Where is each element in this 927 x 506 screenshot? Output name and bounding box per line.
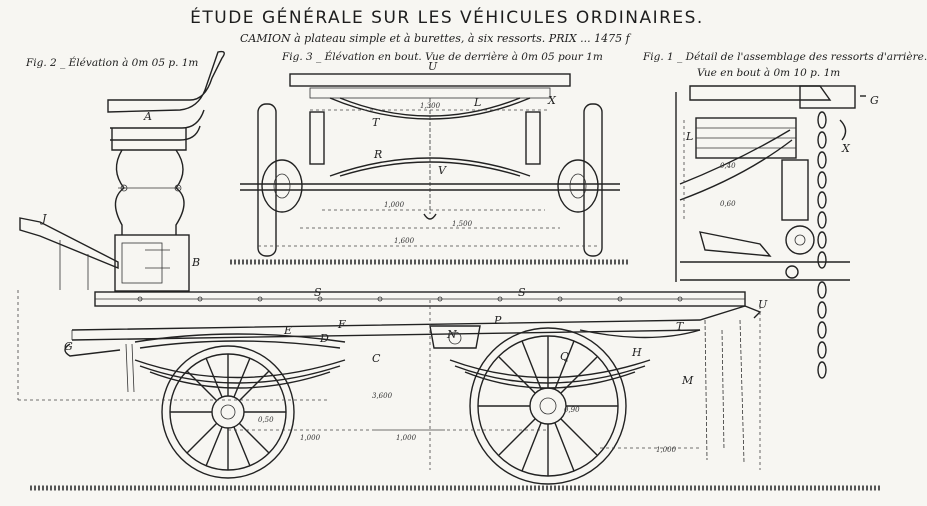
dim-7: 0,50 [258,416,274,424]
end-wheel-right [557,103,603,257]
detail-spring-lower [699,231,772,257]
detail-hook [839,119,847,141]
label-X: X [547,94,557,107]
label-U: U [758,298,768,311]
label-J: J [40,212,47,225]
end-wheel-left [257,103,303,257]
label-N: N [446,328,457,341]
drawing-canvas: A B C D E F G G H J L L M N P Q R S S T … [17,50,880,491]
driver-seat [107,50,225,235]
underframe [71,305,746,331]
rear-wheel [469,327,627,485]
bolster [429,325,481,349]
plate-subtitle: CAMION à plateau simple et à burettes, à… [240,32,630,45]
label-T: T [372,116,381,129]
plate-title: ÉTUDE GÉNÉRALE SUR LES VÉHICULES ORDINAI… [190,8,704,28]
label-L2: L [685,130,693,143]
dim-1: 1,300 [420,102,441,110]
front-springs [134,333,346,389]
label-R: R [373,148,382,161]
label-B: B [191,256,200,269]
front-hook [64,343,121,357]
label-V: V [438,164,447,177]
label-G: G [64,340,73,353]
label-S2: S [518,286,526,299]
rear-chains [704,319,745,463]
label-H: H [631,346,642,359]
fig2-caption: Fig. 2 _ Élévation à 0m 05 p. 1m [26,57,199,69]
label-F: F [337,318,346,331]
fig3-caption: Fig. 3 _ Élévation en bout. Vue de derri… [282,51,603,63]
seat-box [114,234,190,292]
label-P: P [493,314,502,327]
dim-10: 0,60 [720,200,736,208]
dim-4: 1,600 [394,237,415,245]
dim-9: 1,000 [300,434,321,442]
fig1-caption-line2: Vue en bout à 0m 10 p. 1m [697,67,841,79]
detail-shackle [781,159,809,221]
end-platform [289,73,571,87]
dim-5: 3,600 [372,392,393,400]
label-Q: Q [560,350,569,363]
dim-12: 1,000 [656,446,677,454]
dim-11: 0,40 [720,162,736,170]
label-D: D [319,332,329,345]
dim-8: 0,90 [564,406,580,414]
label-T2: T [676,320,685,333]
label-M: M [681,374,694,387]
engineering-plate: ÉTUDE GÉNÉRALE SUR LES VÉHICULES ORDINAI… [17,8,927,491]
dim-2: 1,000 [384,201,405,209]
fig3-end-elevation [230,73,630,265]
dim-3: 1,500 [452,220,473,228]
front-wheel [161,345,295,479]
dimension-labels: 1,300 1,000 1,500 1,600 3,600 1,000 0,50… [258,102,736,454]
dim-6: 1,000 [396,434,417,442]
spring-shackle-left [309,111,325,165]
fig1-spring-detail [675,85,866,379]
label-U2: U [428,60,438,73]
detail-chain [817,111,827,379]
detail-platform [689,85,832,101]
fig1-caption-line1: Fig. 1 _ Détail de l'assemblage des ress… [643,51,927,63]
label-S: S [314,286,322,299]
footboard [19,217,119,270]
label-G2: G [870,94,879,107]
label-L: L [473,96,481,109]
label-C: C [372,352,381,365]
fig2-side-elevation [17,50,880,491]
letter-labels: A B C D E F G G H J L L M N P Q R S S T … [40,60,879,387]
detail-brace [679,129,791,185]
label-A: A [143,110,152,123]
label-X2: X [841,142,851,155]
spring-shackle-right [525,111,541,165]
label-E: E [283,324,292,337]
